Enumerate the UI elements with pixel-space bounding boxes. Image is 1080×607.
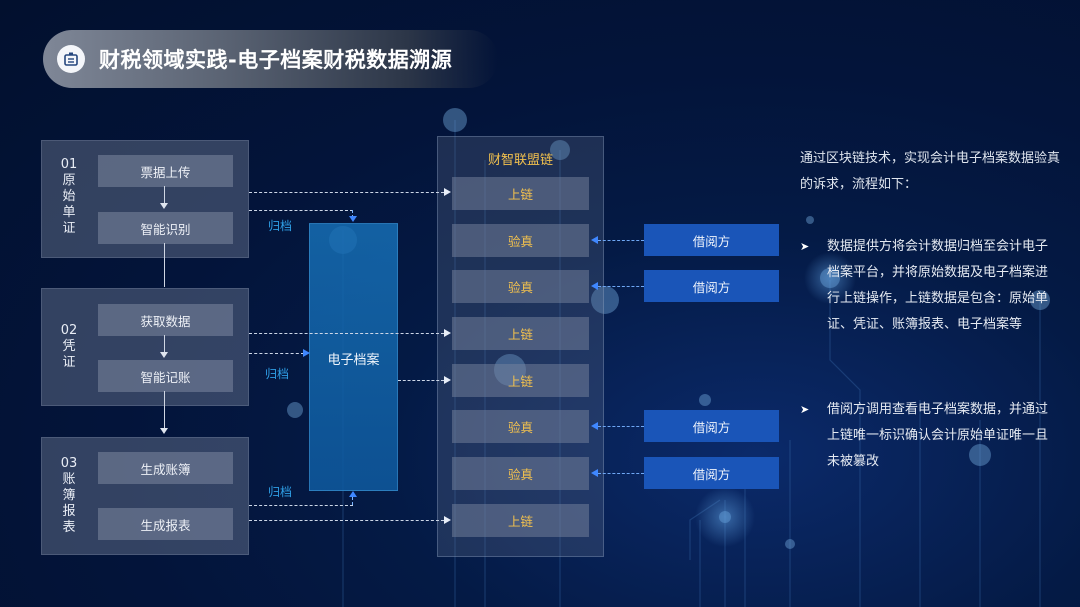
arrow-down-icon [349,216,357,222]
arrow-down-icon [160,203,168,209]
step-smart-recognition[interactable]: 智能识别 [98,212,233,244]
chain-item-verify[interactable]: 验真 [452,410,589,443]
archive-connector [352,210,353,218]
group-number: 02 [60,323,78,338]
upload-connector [398,380,444,381]
verify-connector [598,286,644,287]
id-badge-icon [57,45,85,73]
group-name: 账簿报表 [62,472,76,535]
upload-connector [249,333,444,334]
flow-line [164,186,165,205]
electronic-archive-box[interactable]: 电子档案 [309,223,398,491]
arrow-left-icon [591,422,598,430]
arrow-right-icon [444,516,451,524]
chain-item-verify[interactable]: 验真 [452,224,589,257]
arrow-up-icon [349,491,357,497]
archive-label: 归档 [268,485,293,499]
step-generate-ledger[interactable]: 生成账簿 [98,452,233,484]
flow-line [164,243,165,287]
arrow-left-icon [591,236,598,244]
archive-connector [249,505,353,506]
group-ledgers-reports: 03 账簿报表 生成账簿 生成报表 [41,437,249,555]
arrow-right-icon [444,188,451,196]
archive-title: 电子档案 [327,353,380,368]
chain-title: 财智联盟链 [487,153,553,168]
title-banner: 财税领域实践-电子档案财税数据溯源 [43,30,498,88]
step-smart-bookkeeping[interactable]: 智能记账 [98,360,233,392]
consortium-chain-panel: 财智联盟链 上链 验真 验真 上链 上链 验真 验真 上链 [437,136,604,557]
bullet-arrow-icon: ➤ [800,240,810,253]
archive-connector [249,353,304,354]
flow-line [164,335,165,355]
group-original-documents: 01 原始单证 票据上传 智能识别 [41,140,249,258]
group-name: 原始单证 [62,173,76,236]
page-title: 财税领域实践-电子档案财税数据溯源 [99,48,453,72]
chain-item-upload[interactable]: 上链 [452,317,589,350]
group-number: 03 [60,456,78,471]
verify-connector [598,240,644,241]
verify-connector [598,426,644,427]
chain-item-upload[interactable]: 上链 [452,504,589,537]
borrower-button[interactable]: 借阅方 [644,410,779,442]
arrow-right-icon [303,349,310,357]
group-label: 03 账簿报表 [56,456,82,536]
chain-item-upload[interactable]: 上链 [452,364,589,397]
archive-connector [249,210,353,211]
bullet-arrow-icon: ➤ [800,403,810,416]
arrow-right-icon [444,376,451,384]
borrower-button[interactable]: 借阅方 [644,457,779,489]
step-fetch-data[interactable]: 获取数据 [98,304,233,336]
borrower-button[interactable]: 借阅方 [644,224,779,256]
upload-connector [249,520,444,521]
description-bullet: ➤ 借阅方调用查看电子档案数据，并通过上链唯一标识确认会计原始单证唯一且未被篡改 [800,397,1060,475]
description-bullet: ➤ 数据提供方将会计数据归档至会计电子档案平台，并将原始数据及电子档案进行上链操… [800,234,1060,338]
arrow-left-icon [591,282,598,290]
chain-item-verify[interactable]: 验真 [452,270,589,303]
archive-label: 归档 [265,367,290,381]
borrower-button[interactable]: 借阅方 [644,270,779,302]
chain-item-verify[interactable]: 验真 [452,457,589,490]
group-name: 凭证 [62,339,76,370]
arrow-right-icon [444,329,451,337]
arrow-left-icon [591,469,598,477]
chain-item-upload[interactable]: 上链 [452,177,589,210]
archive-label: 归档 [268,219,293,233]
flow-line [164,391,165,431]
bullet-text: 数据提供方将会计数据归档至会计电子档案平台，并将原始数据及电子档案进行上链操作，… [827,239,1049,332]
verify-connector [598,473,644,474]
archive-connector [352,497,353,505]
group-number: 01 [60,157,78,172]
group-vouchers: 02 凭证 获取数据 智能记账 [41,288,249,406]
step-upload-receipts[interactable]: 票据上传 [98,155,233,187]
group-label: 02 凭证 [56,323,82,371]
group-label: 01 原始单证 [56,157,82,237]
upload-connector [249,192,444,193]
arrow-down-icon [160,352,168,358]
bullet-text: 借阅方调用查看电子档案数据，并通过上链唯一标识确认会计原始单证唯一且未被篡改 [827,402,1049,469]
step-generate-report[interactable]: 生成报表 [98,508,233,540]
arrow-down-icon [160,428,168,434]
description-intro: 通过区块链技术，实现会计电子档案数据验真的诉求，流程如下： [800,151,1061,192]
